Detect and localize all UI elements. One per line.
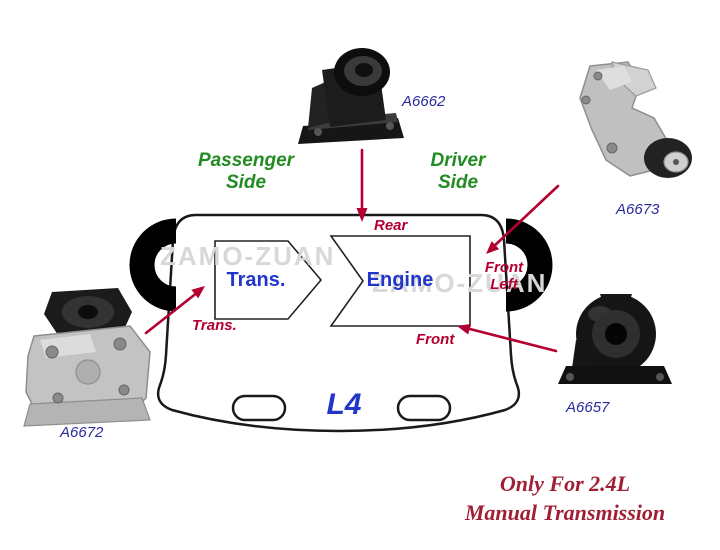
trans-mount-photo bbox=[23, 288, 151, 427]
passenger-side-label: Passenger Side bbox=[197, 150, 295, 194]
front-position-label: Front bbox=[416, 331, 455, 348]
engine-block-shape bbox=[329, 235, 471, 327]
front-left-position-label: Front Left bbox=[484, 259, 524, 294]
part-number-a6672: A6672 bbox=[60, 424, 104, 441]
front-left-mount-arrow bbox=[490, 184, 560, 250]
watermark-text: ZAMO-ZUAN bbox=[372, 268, 548, 298]
front-mount-photo bbox=[558, 294, 672, 384]
transmission-note: Only For 2.4L Manual Transmission bbox=[464, 471, 666, 525]
front-left-mount-photo bbox=[579, 61, 692, 178]
front-mount-arrow bbox=[464, 326, 558, 353]
driver-side-mount-arc bbox=[505, 218, 553, 312]
rear-position-label: Rear bbox=[374, 217, 408, 234]
trans-block-shape bbox=[214, 240, 323, 320]
rear-mount-photo bbox=[298, 48, 404, 144]
trans-block-label: Trans. bbox=[226, 269, 286, 291]
part-number-a6657: A6657 bbox=[566, 399, 610, 416]
bumper-slot-left bbox=[231, 394, 287, 422]
part-number-a6662: A6662 bbox=[402, 93, 446, 110]
passenger-side-mount-arc bbox=[129, 218, 177, 312]
driver-side-label: Driver Side bbox=[430, 150, 486, 194]
engine-code-label: L4 bbox=[326, 388, 362, 421]
trans-mount-arrow bbox=[144, 290, 200, 335]
pointer-arrows bbox=[144, 148, 560, 353]
bumper-slot-right bbox=[396, 394, 452, 422]
trans-position-label: Trans. bbox=[192, 317, 237, 334]
part-number-a6673: A6673 bbox=[616, 201, 660, 218]
engine-block-label: Engine bbox=[366, 269, 434, 291]
watermark-text: ZAMO-ZUAN bbox=[160, 241, 336, 271]
